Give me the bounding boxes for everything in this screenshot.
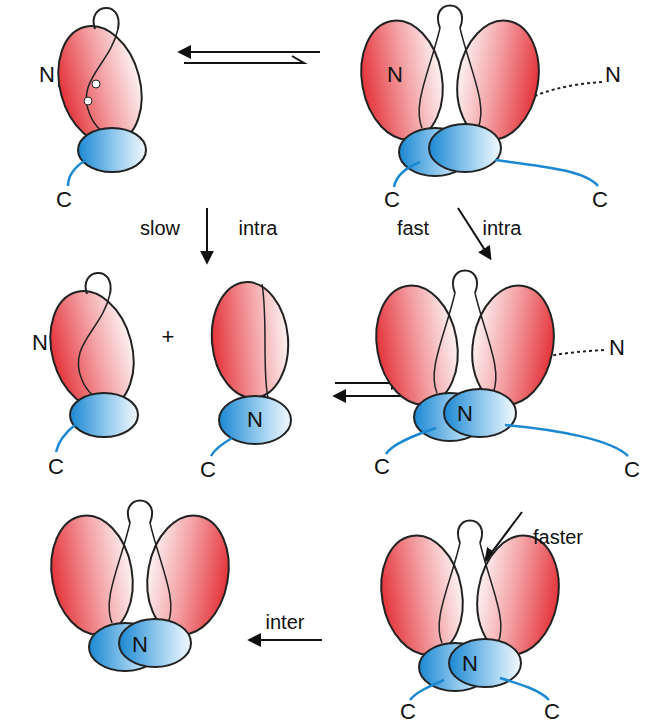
c-terminus: C xyxy=(624,459,640,481)
n-terminus: N xyxy=(39,64,55,86)
mode-label: inter xyxy=(266,612,305,632)
n-terminus: N xyxy=(32,332,48,354)
mode-label: intra xyxy=(483,218,522,238)
mode-label: intra xyxy=(239,218,278,238)
c-terminus: C xyxy=(56,189,72,211)
c-terminus: C xyxy=(200,459,216,481)
c-terminus: C xyxy=(400,701,416,723)
c-terminus: C xyxy=(544,701,560,723)
n-terminus: N xyxy=(387,64,403,86)
n-terminus: N xyxy=(605,64,621,86)
c-terminus: C xyxy=(384,189,400,211)
n-terminus: N xyxy=(457,403,473,425)
n-terminus: N xyxy=(462,653,478,675)
rate-label: fast xyxy=(397,218,429,238)
n-terminus: N xyxy=(247,409,263,431)
c-terminus: C xyxy=(374,456,390,478)
rate-label: faster xyxy=(533,527,583,547)
rate-label: slow xyxy=(140,218,180,238)
n-terminus: N xyxy=(609,337,625,359)
plus-sign: + xyxy=(162,326,175,348)
n-terminus: N xyxy=(132,634,148,656)
c-terminus: C xyxy=(48,456,64,478)
c-terminus: C xyxy=(592,189,608,211)
